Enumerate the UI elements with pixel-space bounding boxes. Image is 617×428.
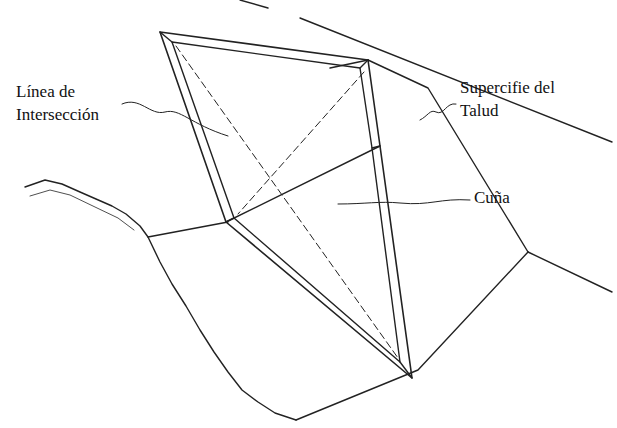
bench-edge	[148, 222, 228, 237]
part-label: Supercifie del Talud	[460, 76, 560, 122]
slope-crest	[300, 18, 612, 142]
bench-front	[296, 252, 528, 420]
ground-profile-thin	[30, 190, 134, 230]
part-label: Línea de Intersección	[16, 80, 120, 126]
wedge-base-edge	[226, 146, 380, 222]
leader-line	[338, 200, 470, 204]
wedge-outer	[160, 32, 412, 378]
intersection-line	[176, 46, 398, 358]
hidden-edge	[238, 72, 364, 214]
leader-line	[122, 102, 228, 136]
wedge-corner	[160, 32, 412, 378]
wedge-face-edge	[372, 146, 380, 148]
toe-line	[528, 252, 612, 292]
wedge-inner	[172, 42, 400, 362]
slope-top-edge	[240, 0, 268, 8]
part-label: Cuña	[474, 186, 544, 209]
leader-line	[420, 104, 456, 120]
ground-profile	[25, 180, 296, 420]
